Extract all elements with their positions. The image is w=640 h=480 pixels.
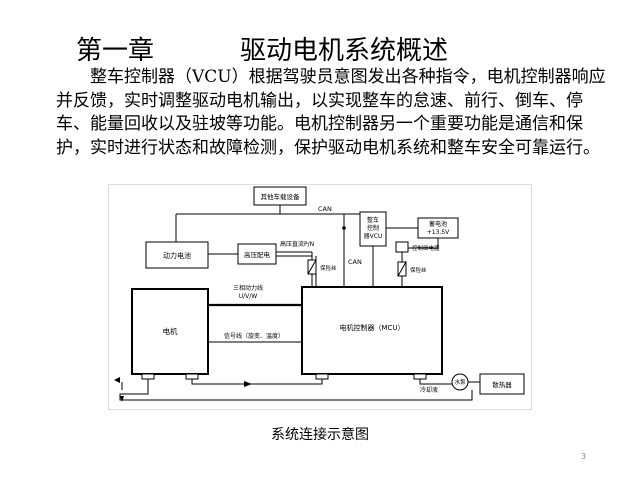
vcu-label-3: 器VCU xyxy=(364,233,383,240)
motor-label: 电机 xyxy=(163,326,178,336)
hv-dc-label: 高压直流P/N xyxy=(280,240,314,248)
battery-12v-label-1: 蓄电池 xyxy=(429,220,447,228)
vcu-label-1: 整车 xyxy=(367,216,379,224)
fuse-2-mark xyxy=(397,261,407,277)
pump-label: 水泵 xyxy=(454,378,466,386)
coolant-return-pipe xyxy=(119,379,473,401)
figure-caption: 系统连接示意图 xyxy=(271,427,369,443)
mcu-box xyxy=(301,286,443,375)
mcu-coolant-port xyxy=(315,373,329,380)
coolant-pipe xyxy=(191,379,323,385)
fuse-1-label: 保险丝 xyxy=(320,264,337,272)
coolant-label: 冷却液 xyxy=(420,386,438,394)
mcu-label: 电机控制器（MCU） xyxy=(339,323,404,332)
can-label-mid: CAN xyxy=(348,258,362,266)
three-phase-label: 三相动力线 xyxy=(233,284,263,292)
fuse-1-mark xyxy=(307,259,317,275)
coolant-pipe xyxy=(419,379,452,385)
other-devices-label: 其他车载设备 xyxy=(261,192,301,201)
control-relay-label: 控制继电器 xyxy=(412,244,440,252)
fuse-2-label: 保险丝 xyxy=(410,266,427,274)
signal-line-label: 信号线（旋变、温度） xyxy=(224,332,284,340)
mcu-coolant-port xyxy=(413,373,427,380)
motor-box xyxy=(131,288,209,375)
hv-distribution-box xyxy=(237,243,277,265)
body-paragraph: 整车控制器（VCU）根据驾驶员意图发出各种指令，电机控制器响应并反馈，实时调整驱… xyxy=(56,67,606,158)
page-number: 3 xyxy=(581,452,587,461)
power-battery-box xyxy=(145,241,209,269)
hv-distribution-label: 高压配电 xyxy=(244,250,271,259)
radiator-label: 散热器 xyxy=(492,380,512,389)
slide-title: 第一章 驱动电机系统概述 xyxy=(0,30,640,66)
flow-arrow xyxy=(114,377,120,383)
system-connection-diagram: 其他车载设备 CAN 整车 控制 器VCU 蓄电池 +13.5V 控制继电器 动… xyxy=(108,184,532,410)
motor-coolant-port xyxy=(185,373,199,380)
power-battery-label: 动力电池 xyxy=(163,251,191,260)
flow-arrow xyxy=(120,396,124,402)
chapter-title: 驱动电机系统概述 xyxy=(240,36,449,66)
vcu-box xyxy=(359,211,387,247)
can-label-top: CAN xyxy=(318,205,332,213)
uvw-label: U/V/W xyxy=(239,293,258,300)
flow-arrow xyxy=(244,381,252,387)
vcu-label-2: 控制 xyxy=(367,224,379,232)
motor-coolant-port xyxy=(141,373,155,380)
control-relay-box xyxy=(395,241,409,253)
chapter-label: 第一章 xyxy=(76,36,155,66)
radiator-box xyxy=(479,373,525,395)
battery-12v-label-2: +13.5V xyxy=(427,229,450,236)
